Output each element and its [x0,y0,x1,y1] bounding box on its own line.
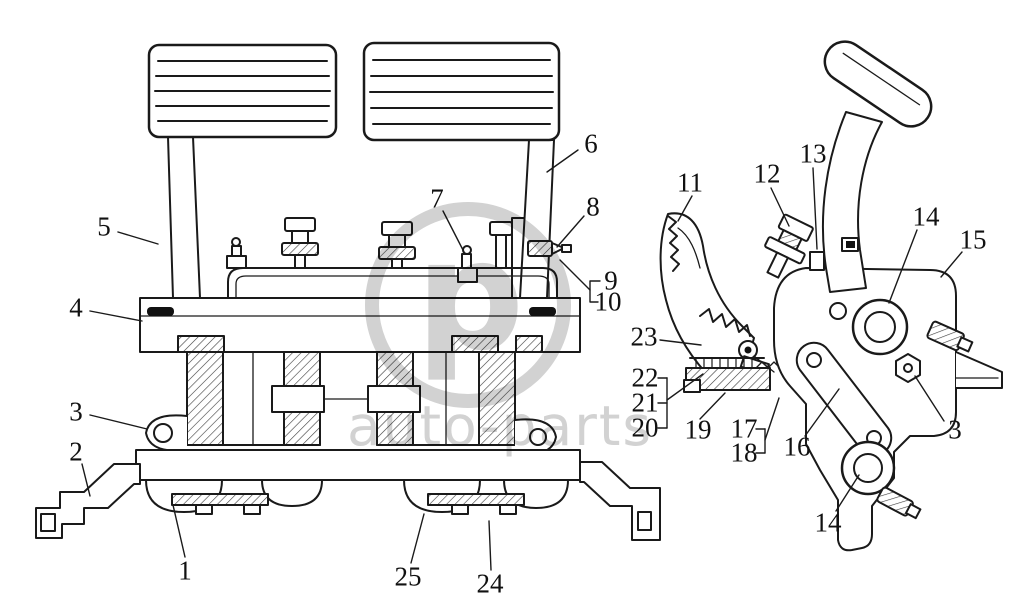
callout-13: 13 [799,138,827,169]
lower-bolt [876,486,922,520]
callout-5: 5 [97,211,111,242]
left-foot-bracket [35,463,141,539]
callout-14: 14 [912,201,940,232]
pedal-pad-left [147,43,338,139]
pedal-pad-right [362,41,561,142]
base-bracket [683,357,771,393]
leader-lines [81,149,963,571]
callout-15: 15 [959,224,987,255]
hand-lever-arm [821,111,883,293]
callout-22: 22 [631,362,659,393]
callout-3: 3 [69,396,83,427]
callout-18: 18 [730,437,758,468]
hex-bolt [895,353,921,383]
callout-7: 7 [430,183,444,214]
callout-6: 6 [584,128,598,159]
callout-4: 4 [69,292,83,323]
adjuster-bolt [764,213,814,279]
callout-21: 21 [631,387,659,418]
callout-8: 8 [586,191,600,222]
hand-lever-handle [823,40,933,128]
callout-3b: 3 [948,414,962,445]
callout-11: 11 [677,167,703,198]
callout-25: 25 [394,561,422,592]
pedal-arm-left [167,136,201,299]
manifold [227,267,558,299]
callout-10: 10 [594,286,622,317]
callout-20: 20 [631,412,659,443]
callout-9: 9 [604,265,618,296]
callout-2: 2 [69,436,83,467]
cylinder-link-pipes [271,385,421,413]
callout-12: 12 [753,158,781,189]
callout-1: 1 [178,555,192,586]
lower-housing [135,449,581,515]
right-foot-bracket [579,461,661,541]
callout-23: 23 [630,321,658,352]
callout-14b: 14 [814,507,842,538]
callout-19: 19 [684,414,712,445]
upper-pivot-boss [851,298,909,356]
lower-pivot-boss [840,440,896,496]
callout-16: 16 [783,431,811,462]
mounting-plate [139,297,581,353]
mounting-ear-left [145,414,188,452]
callout-17: 17 [730,413,758,444]
callout-24: 24 [476,568,504,599]
